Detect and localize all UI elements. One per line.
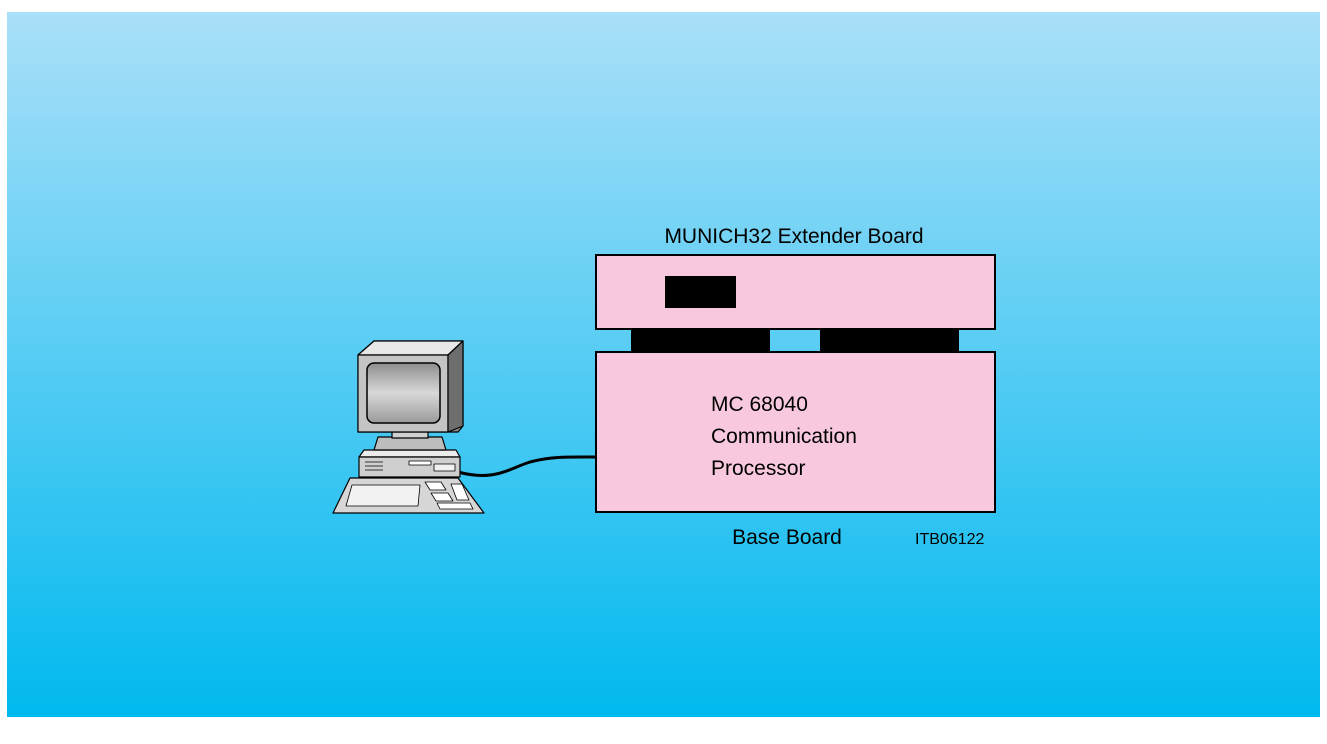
- processor-label-line-2: Communication: [711, 425, 857, 448]
- extender-board-chip: [665, 276, 736, 308]
- extender-board: [595, 254, 996, 330]
- connection-cable: [457, 455, 597, 477]
- figure-id-label: ITB06122: [915, 531, 984, 548]
- processor-label-line-1: MC 68040: [711, 393, 808, 416]
- base-board: [595, 351, 996, 513]
- processor-label-line-3: Processor: [711, 457, 806, 480]
- base-board-label: Base Board: [732, 526, 842, 549]
- desktop-computer-icon: [332, 340, 485, 514]
- extender-board-label: MUNICH32 Extender Board: [664, 225, 923, 248]
- board-connector-left: [631, 330, 770, 352]
- board-connector-right: [820, 330, 959, 352]
